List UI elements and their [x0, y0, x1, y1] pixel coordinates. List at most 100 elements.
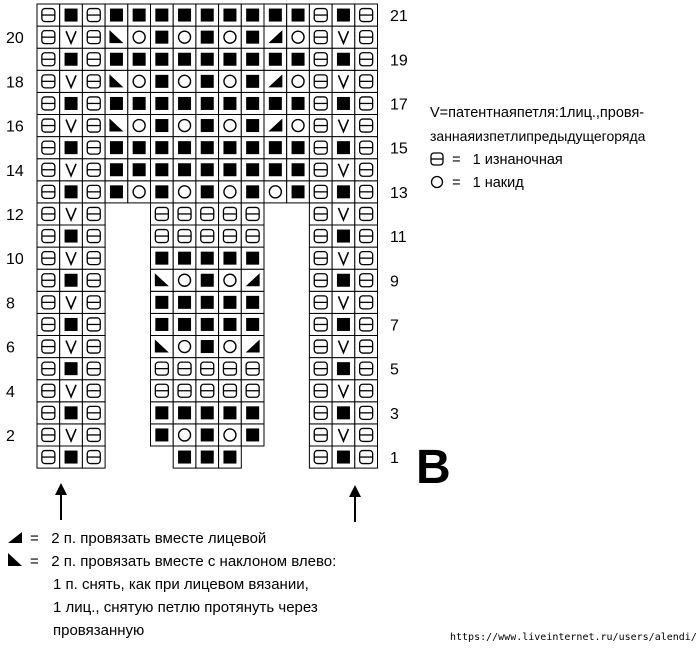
knit-stitch: [109, 185, 123, 199]
knit-stitch: [246, 74, 260, 88]
knit-stitch: [246, 185, 260, 199]
yarn-over: [132, 74, 146, 89]
knit-stitch: [200, 428, 214, 442]
knit-stitch: [178, 295, 192, 309]
knit-stitch: [336, 96, 350, 110]
slipped-stitch: [65, 251, 77, 267]
slipped-stitch: [65, 119, 77, 134]
k2tog-symbol: [8, 532, 22, 543]
knit-stitch: [178, 52, 192, 66]
knit-stitch: [64, 362, 78, 376]
knit-stitch: [200, 317, 214, 331]
row-number-left: 2: [6, 428, 15, 445]
yarn-over: [291, 74, 305, 89]
slipped-stitch: [65, 75, 77, 90]
knit-stitch: [246, 317, 260, 331]
knit-stitch: [155, 96, 169, 110]
legend-ssk-line4: провязанную: [53, 622, 145, 639]
knit-stitch: [200, 96, 214, 110]
left-arrow: [55, 483, 67, 520]
knit-stitch: [155, 163, 169, 177]
knit-stitch: [246, 251, 260, 265]
ssk-symbol: [8, 553, 22, 566]
knit-stitch: [178, 406, 192, 420]
knit-stitch: [336, 450, 350, 464]
yarn-over: [132, 118, 146, 133]
yarn-over: [132, 30, 146, 44]
knit-stitch: [223, 141, 237, 155]
knit-stitch: [200, 8, 214, 22]
knit-stitch: [200, 340, 214, 354]
yarn-over: [223, 339, 237, 354]
purl-symbol: [430, 152, 444, 166]
yarn-over: [291, 118, 305, 133]
knit-stitch: [64, 52, 78, 66]
k2tog-stitch: [268, 118, 283, 132]
row-number-right: 1: [390, 450, 399, 467]
row-number-right: 7: [390, 317, 399, 334]
knit-stitch: [336, 229, 350, 243]
legend-purl-eq: =: [452, 152, 461, 168]
knit-stitch: [200, 141, 214, 155]
yarn-over: [177, 428, 192, 442]
knit-stitch: [223, 96, 237, 110]
k2tog-stitch: [245, 339, 260, 353]
slipped-stitch: [65, 428, 77, 444]
knit-stitch: [178, 251, 192, 265]
knit-stitch: [246, 119, 260, 133]
knit-stitch: [223, 317, 237, 331]
ssk-stitch: [154, 273, 169, 287]
yarn-over: [177, 185, 192, 199]
slipped-stitch: [337, 428, 350, 444]
knit-stitch: [336, 52, 350, 66]
chart-grid: [36, 3, 378, 469]
knit-stitch: [291, 96, 305, 110]
knit-stitch: [223, 52, 237, 66]
knit-stitch: [200, 295, 214, 309]
yarn-over: [223, 428, 237, 442]
knit-stitch: [155, 428, 169, 442]
legend-ssk: = 2 п. провязать вместе с наклоном влево…: [30, 550, 336, 573]
legend-purl-text: 1 изнаночная: [472, 152, 563, 168]
knit-stitch: [336, 406, 350, 420]
row-number-right: 21: [390, 8, 408, 25]
knit-stitch: [64, 96, 78, 110]
knit-stitch: [291, 141, 305, 155]
knit-stitch: [246, 8, 260, 22]
row-number-left: 14: [6, 163, 24, 180]
row-number-right: 9: [390, 273, 399, 290]
slipped-stitch: [65, 163, 77, 178]
slipped-stitch: [337, 207, 350, 223]
knit-stitch: [64, 141, 78, 155]
knit-stitch: [200, 30, 214, 44]
knit-stitch: [178, 317, 192, 331]
knit-stitch: [223, 295, 237, 309]
knit-stitch: [291, 163, 305, 177]
row-number-right: 15: [390, 141, 408, 158]
yarn-over: [177, 339, 192, 354]
knit-stitch: [155, 119, 169, 133]
slipped-stitch: [337, 75, 350, 90]
knit-stitch: [64, 450, 78, 464]
knit-stitch: [246, 96, 260, 110]
knit-stitch: [200, 119, 214, 133]
knit-stitch: [223, 406, 237, 420]
knit-stitch: [132, 163, 146, 177]
legend-k2tog: = 2 п. провязать вместе лицевой: [30, 527, 266, 550]
knit-stitch: [109, 141, 123, 155]
legend-ssk-line2: 1 п. снять, как при лицевом вязании,: [53, 576, 309, 593]
ssk-stitch: [109, 118, 124, 132]
yarn-over: [223, 118, 237, 133]
knit-stitch: [109, 52, 123, 66]
row-number-left: 16: [6, 119, 24, 136]
knit-stitch: [246, 406, 260, 420]
legend-k2tog-eq: =: [30, 530, 39, 547]
knit-stitch: [64, 406, 78, 420]
row-number-left: 8: [6, 295, 15, 312]
knit-stitch: [155, 317, 169, 331]
legend-yo-eq: =: [452, 175, 461, 191]
knit-stitch: [155, 406, 169, 420]
knit-stitch: [200, 251, 214, 265]
